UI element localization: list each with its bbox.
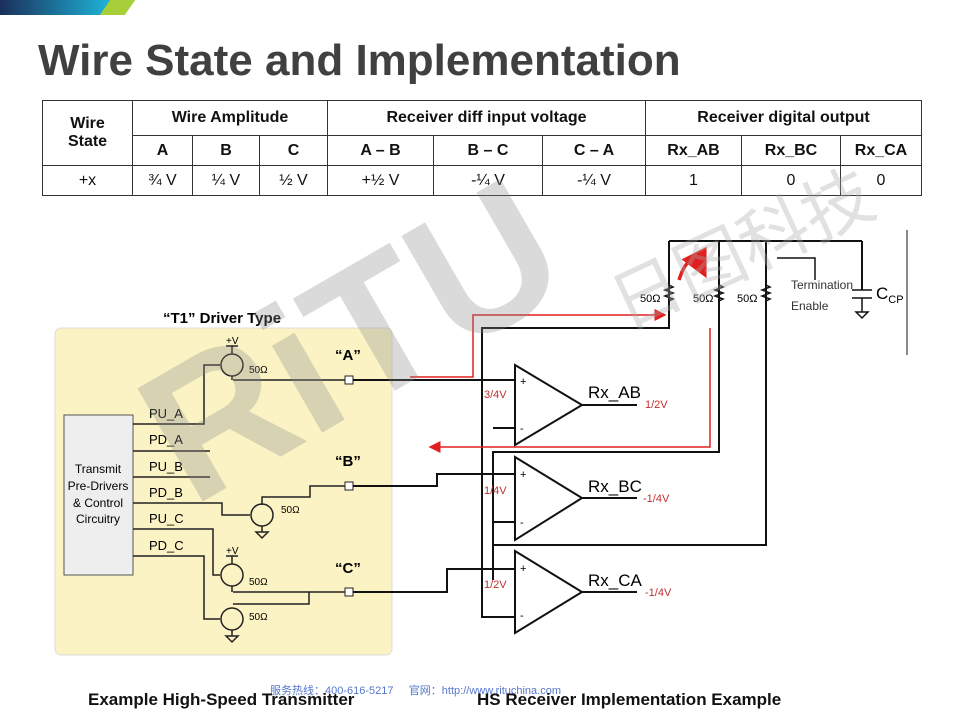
svg-text:50Ω: 50Ω	[281, 505, 300, 516]
svg-text:1/2V: 1/2V	[484, 579, 507, 591]
svg-text:Rx_AB: Rx_AB	[588, 383, 641, 402]
predriver-block	[63, 414, 134, 576]
svg-text:Pre-Drivers: Pre-Drivers	[68, 479, 129, 493]
svg-text:50Ω: 50Ω	[249, 365, 268, 376]
svg-text:“A”: “A”	[335, 347, 361, 364]
svg-text:Enable: Enable	[791, 299, 829, 313]
signal-labels: PU_A PD_A PU_B PD_B PU_C PD_C	[149, 406, 184, 553]
svg-text:“B”: “B”	[335, 453, 361, 470]
receiver-opamps	[514, 363, 637, 635]
cell: ¼ V	[192, 165, 260, 196]
svg-text:+: +	[520, 563, 526, 575]
cell: 0	[741, 165, 841, 196]
svg-text:1/4V: 1/4V	[484, 485, 507, 497]
col-header: B – C	[433, 135, 543, 166]
cell: -¼ V	[542, 165, 646, 196]
svg-text:PU_C: PU_C	[149, 511, 184, 526]
svg-text:+: +	[520, 376, 526, 388]
receiver-wires	[353, 230, 908, 618]
svg-text:PD_C: PD_C	[149, 538, 184, 553]
cell: +½ V	[327, 165, 434, 196]
pin-labels: “A” “B” “C”	[335, 347, 361, 577]
header-accent-bar	[0, 0, 110, 15]
col-header: B	[192, 135, 260, 166]
svg-text:-: -	[520, 423, 524, 435]
transmitter-caption: Example High-Speed Transmitter	[88, 690, 355, 709]
receiver-caption: HS Receiver Implementation Example	[477, 690, 782, 709]
svg-text:-1/4V: -1/4V	[645, 587, 672, 599]
svg-text:50Ω: 50Ω	[737, 293, 757, 305]
termination-resistors	[662, 284, 773, 302]
svg-text:+V: +V	[226, 546, 239, 557]
svg-text:-1/4V: -1/4V	[643, 493, 670, 505]
col-header: C	[259, 135, 328, 166]
col-header: A	[132, 135, 193, 166]
svg-text:1/2V: 1/2V	[645, 399, 668, 411]
transmitter-panel	[54, 327, 393, 656]
svg-text:50Ω: 50Ω	[693, 293, 713, 305]
svg-text:& Control: & Control	[73, 496, 123, 510]
footer-contact: 服务热线：400-616-5217 官网：http://www.rituchin…	[270, 685, 562, 697]
cell: 0	[840, 165, 922, 196]
group-header: Receiver digital output	[645, 100, 922, 136]
svg-text:PD_A: PD_A	[149, 432, 183, 447]
cell: 1	[645, 165, 742, 196]
cell: ¾ V	[132, 165, 193, 196]
driver-type-title: “T1” Driver Type	[163, 310, 281, 327]
svg-text:Rx_BC: Rx_BC	[588, 477, 642, 496]
svg-text:PU_A: PU_A	[149, 406, 183, 421]
cell: -¼ V	[433, 165, 543, 196]
page-title: Wire State and Implementation	[38, 36, 681, 85]
table-row: +x ¾ V ¼ V ½ V +½ V -¼ V -¼ V 1 0 0	[42, 165, 922, 196]
svg-text:PU_B: PU_B	[149, 459, 183, 474]
svg-text:50Ω: 50Ω	[640, 293, 660, 305]
voltage-annotations: 3/4V 1/4V 1/2V 1/2V -1/4V -1/4V	[484, 389, 672, 599]
svg-text:50Ω: 50Ω	[249, 577, 268, 588]
col-header: C – A	[542, 135, 646, 166]
opamp-polarity: + - + - + -	[520, 376, 526, 622]
transmitter-values: +V +V 50Ω 50Ω 50Ω 50Ω	[226, 336, 300, 623]
group-header: Receiver diff input voltage	[327, 100, 646, 136]
current-path-arrows	[410, 246, 711, 453]
svg-text:Termination: Termination	[791, 278, 853, 292]
svg-text:Rx_CA: Rx_CA	[588, 571, 643, 590]
svg-text:+V: +V	[226, 336, 239, 347]
svg-text:3/4V: 3/4V	[484, 389, 507, 401]
svg-text:Transmit: Transmit	[75, 462, 122, 476]
col-header: Rx_CA	[840, 135, 922, 166]
svg-text:-: -	[520, 517, 524, 529]
svg-text:-: -	[520, 610, 524, 622]
col-header: Rx_BC	[741, 135, 841, 166]
svg-text:50Ω: 50Ω	[249, 612, 268, 623]
cell: +x	[42, 165, 133, 196]
transmitter-wires	[133, 345, 349, 644]
svg-text:+: +	[520, 469, 526, 481]
cap-label: CCP	[876, 284, 904, 306]
group-header: Wire Amplitude	[132, 100, 328, 136]
receiver-resistor-labels: 50Ω 50Ω 50Ω	[640, 293, 757, 305]
watermark-cn: 日图科技	[599, 155, 886, 344]
cell: ½ V	[259, 165, 328, 196]
amp-names: Rx_AB Rx_BC Rx_CA	[588, 383, 643, 590]
svg-text:Circuitry: Circuitry	[76, 512, 120, 526]
svg-text:PD_B: PD_B	[149, 485, 183, 500]
svg-text:“C”: “C”	[335, 560, 361, 577]
